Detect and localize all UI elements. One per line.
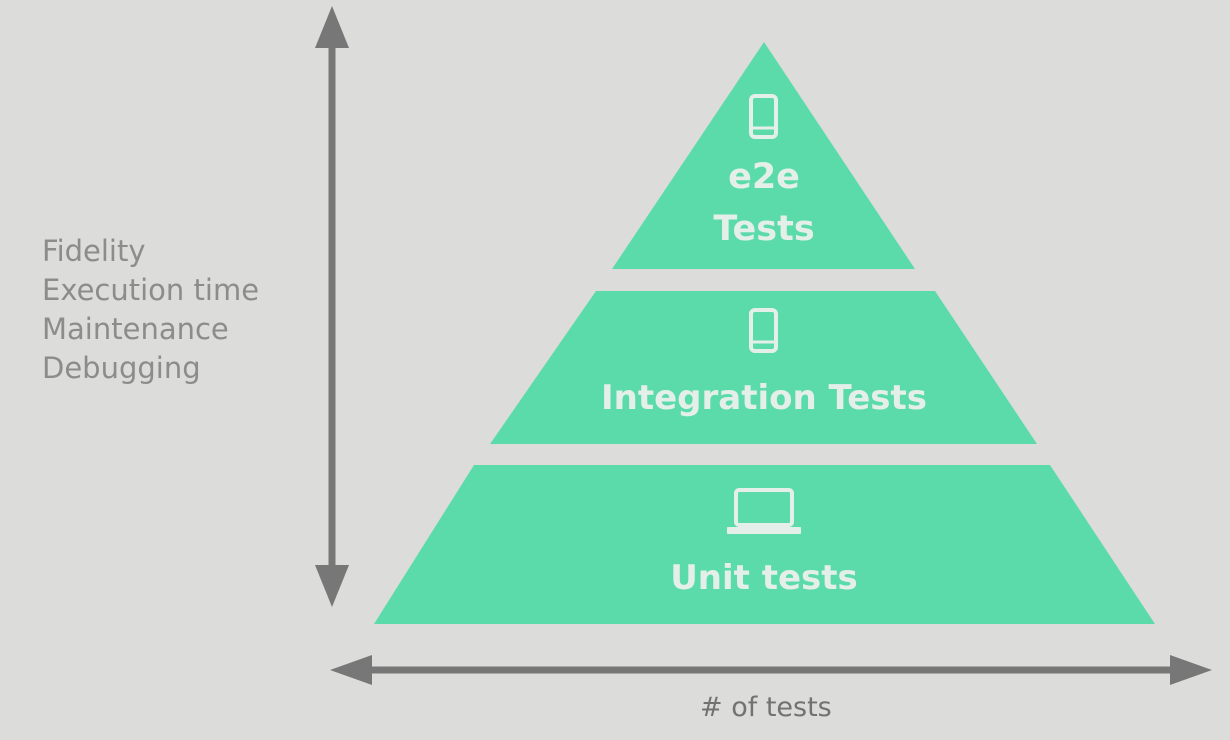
- phone-icon: [749, 94, 778, 139]
- pyramid-tier-integration: [490, 291, 1037, 444]
- unit-tier-label: Unit tests: [670, 558, 858, 598]
- vertical-axis-attribute-list: Fidelity Execution time Maintenance Debu…: [42, 232, 259, 388]
- integration-tier-label: Integration Tests: [601, 378, 927, 418]
- e2e-tier-label-line-2: Tests: [713, 209, 814, 249]
- e2e-tier-label-line-1: e2e: [728, 157, 800, 197]
- pyramid-tier-unit: [374, 465, 1155, 624]
- phone-icon: [749, 308, 778, 353]
- attribute-execution-time: Execution time: [42, 273, 260, 307]
- attribute-fidelity: Fidelity: [42, 234, 146, 268]
- vertical-axis-arrow: [315, 6, 349, 607]
- attribute-maintenance: Maintenance: [42, 312, 229, 346]
- horizontal-axis-label: # of tests: [700, 692, 832, 723]
- attribute-debugging: Debugging: [42, 351, 201, 385]
- horizontal-axis-arrow: [330, 655, 1212, 685]
- pyramid-tier-e2e: [612, 42, 915, 269]
- laptop-icon: [727, 488, 801, 534]
